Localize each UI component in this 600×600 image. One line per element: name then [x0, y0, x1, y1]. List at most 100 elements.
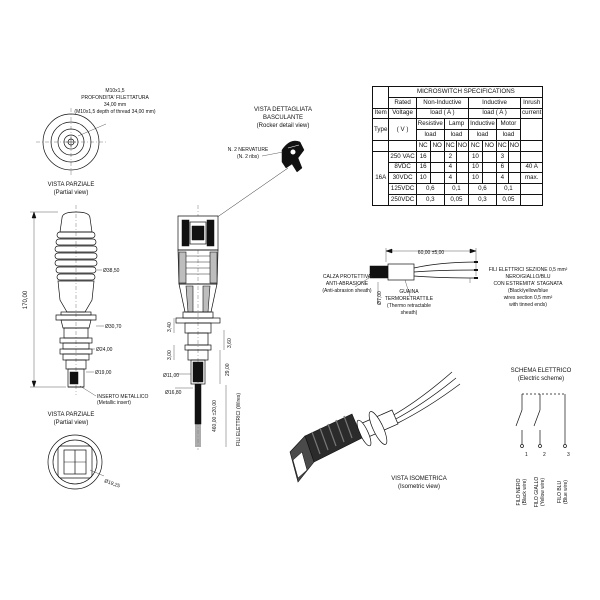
blank-cell — [388, 139, 417, 152]
value-cell: 0,05 — [495, 193, 522, 206]
dim-d1925: Ø19,25 — [103, 478, 121, 489]
value-cell — [429, 161, 445, 174]
value-cell: 0,1 — [443, 183, 470, 195]
type-cell: 16A — [371, 150, 390, 206]
value-cell: 10 — [415, 172, 431, 185]
value-cell: 4 — [443, 172, 457, 185]
isometric-view-subtitle: (Isometric view) — [398, 484, 440, 490]
dim-wire-length: 460,00 ±20,00 — [212, 400, 218, 432]
resistive-header: Resistive — [415, 118, 445, 131]
dim-d7: Ø7,00 — [377, 291, 383, 305]
load-a-header-1: load ( A ) — [415, 107, 470, 120]
voltage-cell: 250VDC — [388, 193, 417, 206]
inrush-cell: max. — [520, 172, 544, 185]
value-cell: 10 — [468, 161, 483, 174]
value-cell: 0,6 — [415, 183, 445, 195]
voltage-header: Voltage — [388, 107, 417, 120]
item-header: Item — [371, 107, 390, 120]
table-corner — [371, 86, 390, 109]
dim-h360: 3,60 — [227, 338, 233, 348]
sheath-note-1: CALZA PROTETTIVA — [323, 274, 372, 280]
thread-note-4: (M10x1,5 depth of thread 34,00 mm) — [74, 109, 155, 115]
load-header-1: load — [415, 129, 445, 141]
voltage-cell: 30VDC — [388, 172, 417, 185]
value-cell — [429, 150, 445, 163]
inrush-header: Inrush — [520, 96, 544, 109]
type-header: Type — [371, 118, 390, 141]
dim-lead-length: 60,00 ±5,00 — [418, 250, 445, 256]
section-view — [173, 205, 227, 450]
dim-d38: Ø38,50 — [103, 268, 120, 274]
inrush-cell — [520, 150, 544, 163]
insert-note-1: INSERTO METALLICO — [97, 394, 149, 400]
current-header: current — [520, 107, 544, 120]
side-view — [30, 205, 104, 397]
wire-sub-2: (Yellow wire) — [540, 478, 546, 506]
nc-header: NC — [443, 139, 457, 152]
thread-note-3: 34,00 mm — [104, 102, 126, 108]
dim-h29: 29,00 — [225, 363, 231, 376]
value-cell — [455, 150, 470, 163]
value-cell: 16 — [415, 161, 431, 174]
guaina-note-3: (Thermo retractable — [387, 303, 431, 309]
guaina-note-4: sheath) — [401, 310, 418, 316]
partial-view-bottom-title: VISTA PARZIALE — [48, 412, 95, 418]
value-cell: 0,1 — [495, 183, 522, 195]
wire-num-2: 2 — [543, 452, 546, 458]
wires-note-1: FILI ELETTRICI SEZIONE 0,5 mm² — [489, 267, 568, 273]
value-cell: 0,6 — [468, 183, 497, 195]
load-header-3: load — [468, 129, 497, 141]
nc-header: NC — [468, 139, 483, 152]
partial-view-bottom — [47, 434, 105, 490]
table-row: 250VDC 0,3 0,05 0,3 0,05 — [373, 193, 544, 206]
wires-note-6: with tinned ends) — [509, 302, 547, 308]
no-header: NO — [507, 139, 522, 152]
guaina-note-2: TERMORETRATTILE — [385, 296, 434, 302]
table-row: 16A 250 VAC 16 2 10 3 — [371, 150, 544, 206]
voltage-cell: 125VDC — [388, 183, 417, 195]
dim-h300: 3,00 — [167, 350, 173, 360]
value-cell — [455, 172, 470, 185]
value-cell: 4 — [443, 161, 457, 174]
wire-sub-1: (Black wire) — [522, 479, 528, 505]
wire-sub-3: (Blue wire) — [563, 480, 569, 504]
wires-note-2: NERO/GIALLO/BLU — [505, 274, 550, 280]
value-cell: 10 — [468, 150, 483, 163]
no-header: NO — [481, 139, 497, 152]
non-inductive-header: Non-Inductive — [415, 96, 470, 109]
dim-d30: Ø30,70 — [105, 324, 122, 330]
partial-view-top-title: VISTA PARZIALE — [48, 182, 95, 188]
value-cell — [507, 172, 522, 185]
value-cell: 3 — [495, 150, 509, 163]
voltage-cell: 8VDC — [388, 161, 417, 174]
inrush-blank — [520, 118, 544, 141]
partial-view-bottom-subtitle: (Partial view) — [54, 420, 89, 426]
wire-label: FILI ELETTRICI (Wires) — [236, 393, 242, 446]
value-cell: 16 — [415, 150, 431, 163]
value-cell: 0,3 — [468, 193, 497, 206]
value-cell: 4 — [495, 172, 509, 185]
partial-view-top — [36, 108, 107, 176]
insert-note-2: (Metallic insert) — [97, 400, 131, 406]
value-cell — [481, 150, 497, 163]
wires-note-4: (Black/yellow/blue — [508, 288, 548, 294]
electric-scheme — [515, 393, 567, 448]
load-header-4: load — [495, 129, 522, 141]
value-cell: 6 — [495, 161, 509, 174]
table-title: MICROSWITCH SPECIFICATIONS — [388, 86, 544, 98]
rocker-view-subtitle: (Rocker detail view) — [257, 123, 310, 129]
lamp-header: Lamp — [443, 118, 470, 131]
value-cell: 10 — [468, 172, 483, 185]
table-row: 30VDC 10 4 10 4 max. — [373, 172, 544, 185]
dim-d11: Ø11,00 — [163, 373, 179, 379]
wire-label-1: FILO NERO — [516, 478, 522, 505]
wire-label-2: FILO GIALLO — [534, 477, 540, 508]
value-cell — [507, 150, 522, 163]
sheath-note-3: (Anti-abrasion sheath) — [322, 288, 372, 294]
blank-cell — [520, 139, 544, 152]
wires-note-3: CON ESTREMITA' STAGNATA — [494, 281, 564, 287]
nc-header: NC — [415, 139, 431, 152]
inrush-cell: 40 A — [520, 161, 544, 174]
wire-num-1: 1 — [525, 452, 528, 458]
wire-num-3: 3 — [567, 452, 570, 458]
